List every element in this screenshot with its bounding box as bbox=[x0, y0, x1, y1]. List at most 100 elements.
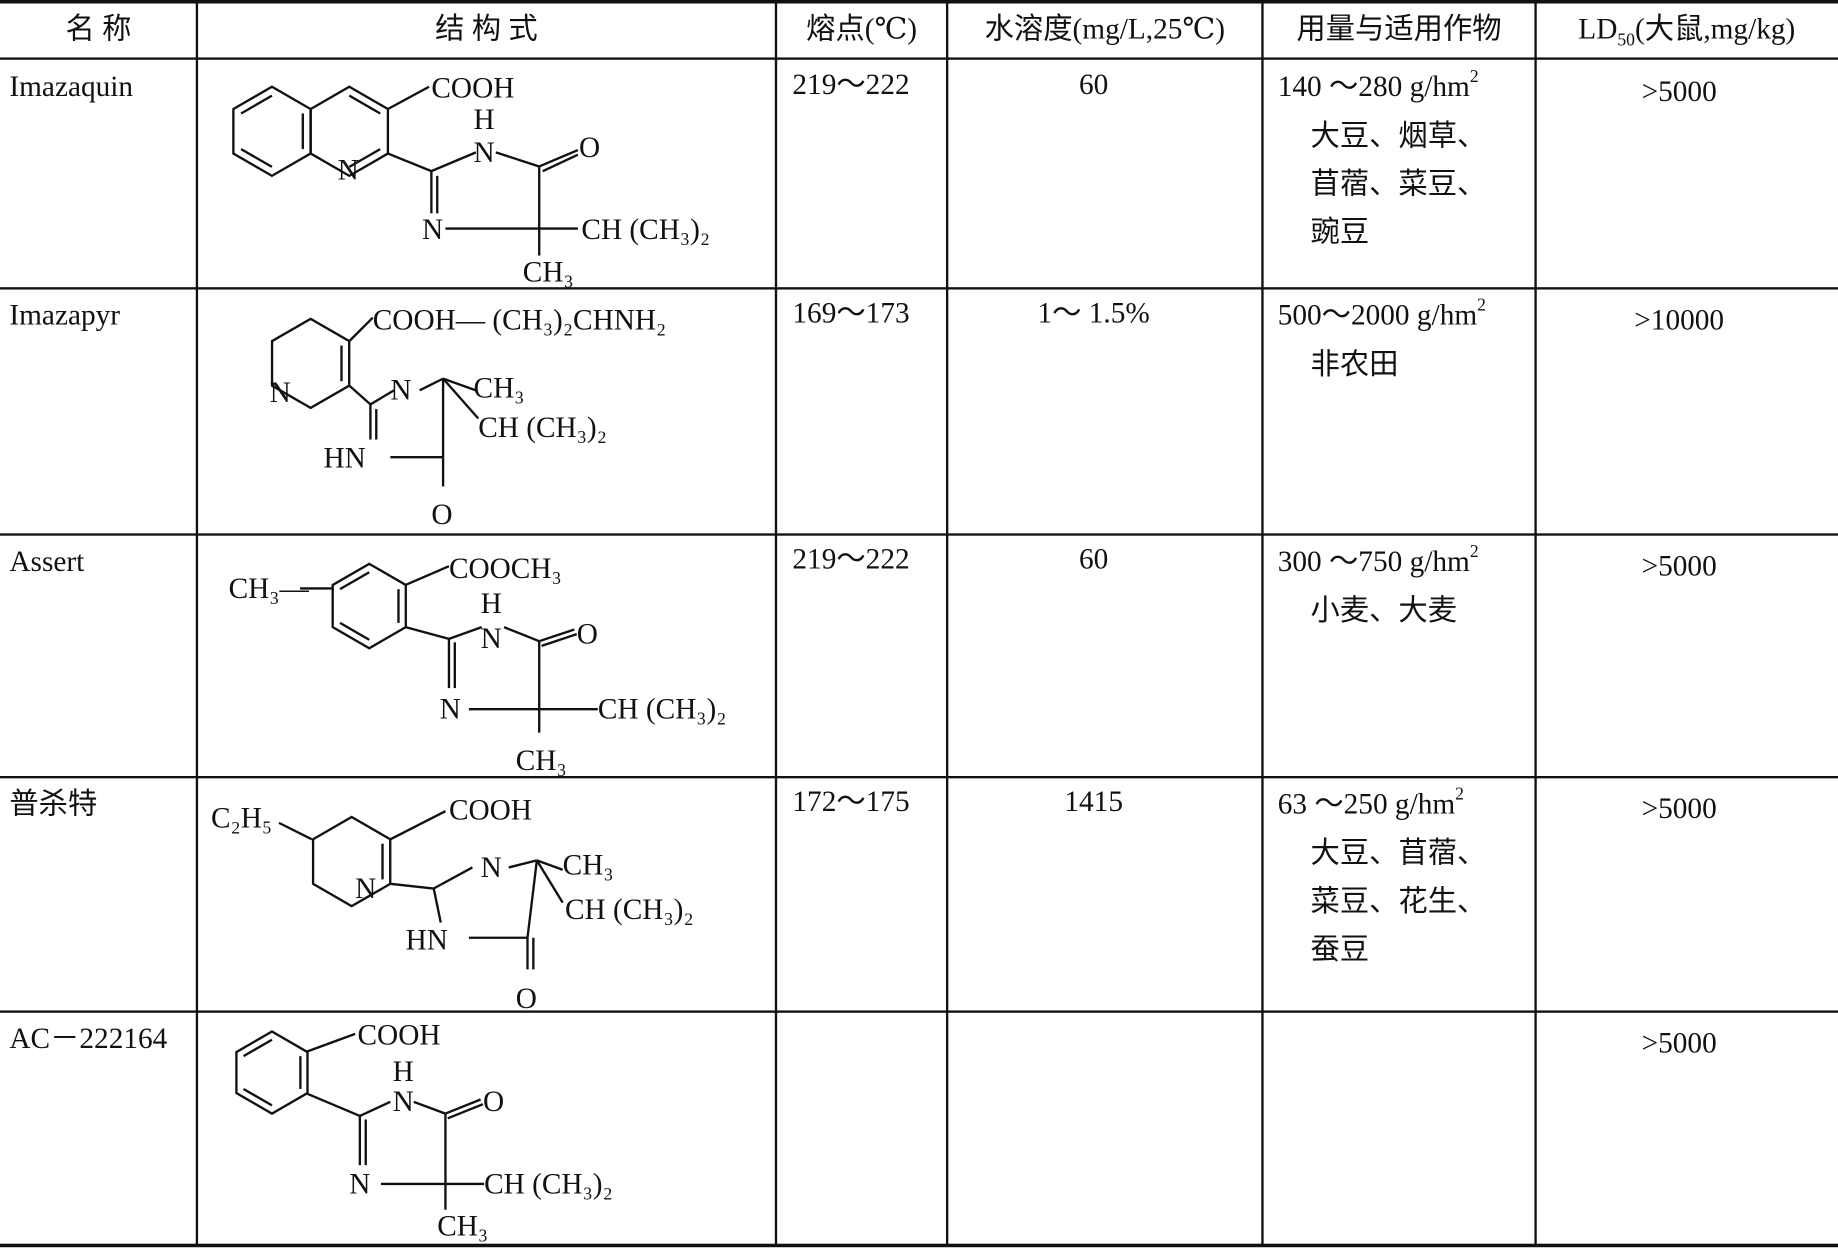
atom-label: N bbox=[474, 137, 495, 169]
atom-label: COOH— (CH₃)₂CHNH₂ bbox=[373, 304, 667, 336]
double-bond bbox=[242, 1087, 273, 1107]
bond bbox=[536, 859, 564, 871]
bond bbox=[538, 148, 579, 168]
double-bond bbox=[240, 148, 273, 168]
atom-label: COOCH₃ bbox=[449, 553, 562, 585]
atom-label: N bbox=[481, 852, 502, 884]
ld50-prefix: LD bbox=[1578, 14, 1618, 46]
ring bbox=[270, 317, 351, 410]
atom-label: CH₃ bbox=[437, 1210, 488, 1242]
atom-label: CH₃ bbox=[523, 256, 574, 288]
dosage-superscript: 2 bbox=[1469, 67, 1479, 87]
bond bbox=[389, 810, 446, 841]
ld50-suffix: (大鼠,mg/kg) bbox=[1634, 14, 1796, 46]
atom-label: CH (CH₃)₂ bbox=[581, 214, 710, 246]
bond bbox=[413, 1100, 446, 1115]
bond bbox=[306, 1092, 361, 1118]
solubility: 1～ 1.5% bbox=[1037, 297, 1150, 330]
crop-list-line: 蚕豆 bbox=[1310, 934, 1370, 966]
col-divider bbox=[1261, 0, 1264, 1245]
ring bbox=[331, 562, 407, 650]
bond bbox=[442, 377, 477, 392]
bond bbox=[359, 1100, 391, 1117]
bond bbox=[447, 1103, 484, 1120]
bond bbox=[535, 859, 564, 904]
bond bbox=[348, 384, 372, 406]
col-divider bbox=[1534, 0, 1537, 1245]
atom-label: CH₃— bbox=[229, 573, 310, 605]
bond bbox=[448, 626, 483, 640]
crop-list-line: 非农田 bbox=[1310, 349, 1399, 381]
compound-name: Imazaquin bbox=[9, 71, 134, 104]
double-bond bbox=[242, 1038, 273, 1058]
atom-label: CH (CH₃)₂ bbox=[598, 694, 727, 726]
compound-name: Imazapyr bbox=[9, 300, 121, 332]
atom-label: CH (CH₃)₂ bbox=[478, 412, 607, 444]
crop-list-line: 小麦、大麦 bbox=[1310, 595, 1458, 628]
atom-label: N bbox=[481, 623, 502, 655]
ring bbox=[232, 85, 312, 178]
atom-label: N bbox=[355, 873, 376, 905]
bond bbox=[445, 1098, 482, 1115]
double-bond bbox=[348, 148, 381, 168]
table-top-rule bbox=[0, 0, 1838, 4]
atom-label: CH₃ bbox=[474, 372, 525, 404]
melting-point: 219～222 bbox=[792, 69, 910, 101]
col-divider bbox=[774, 0, 778, 1245]
ld50-value: >10000 bbox=[1634, 304, 1725, 337]
header-structure: 结 构 式 bbox=[435, 14, 538, 46]
bond bbox=[503, 626, 540, 643]
header-name: 名 称 bbox=[65, 14, 132, 46]
atom-label: O bbox=[577, 619, 598, 651]
header-melting-point: 熔点(℃) bbox=[806, 14, 918, 46]
atom-label: N bbox=[270, 377, 291, 409]
bond bbox=[405, 565, 450, 587]
bond bbox=[538, 628, 575, 643]
row-divider bbox=[0, 287, 1838, 290]
header-rule bbox=[0, 57, 1838, 60]
row-divider bbox=[0, 775, 1838, 779]
crop-list-line: 菜豆、花生、 bbox=[1310, 886, 1487, 918]
ring bbox=[309, 85, 390, 178]
atom-label: O bbox=[579, 132, 600, 164]
compound-name: Assert bbox=[9, 546, 85, 578]
header-ld50: LD50(大鼠,mg/kg) bbox=[1536, 0, 1838, 59]
dosage-value: 140 ～280 g/hm bbox=[1277, 71, 1470, 104]
bond bbox=[387, 85, 430, 111]
dosage: 500～2000 g/hm2 bbox=[1278, 294, 1486, 339]
atom-label: HN bbox=[406, 924, 448, 956]
melting-point: 172～175 bbox=[792, 786, 910, 819]
dosage-value: 300 ～750 g/hm bbox=[1277, 546, 1470, 578]
bond bbox=[541, 633, 578, 647]
bond bbox=[419, 377, 444, 392]
row-divider bbox=[0, 1010, 1838, 1013]
double-bond bbox=[339, 571, 370, 591]
double-bond bbox=[348, 94, 381, 115]
compound-name: 普杀特 bbox=[9, 788, 98, 821]
header-dosage-crops: 用量与适用作物 bbox=[1296, 14, 1502, 46]
bond bbox=[442, 377, 480, 420]
header-solubility: 水溶度(mg/L,25℃) bbox=[984, 14, 1225, 46]
bond bbox=[390, 882, 434, 890]
row-divider bbox=[0, 533, 1838, 536]
dosage-superscript: 2 bbox=[1455, 785, 1464, 805]
double-bond bbox=[240, 94, 273, 115]
atom-label: COOH bbox=[449, 794, 532, 826]
bond bbox=[526, 860, 539, 938]
melting-point: 169～173 bbox=[792, 297, 910, 330]
atom-label: C₂H₅ bbox=[211, 803, 272, 835]
double-bond bbox=[339, 621, 370, 641]
crop-list-line: 大豆、苜蓿、 bbox=[1310, 838, 1487, 870]
atom-label: O bbox=[516, 983, 537, 1015]
atom-label: H bbox=[481, 588, 502, 620]
ld50-value: >5000 bbox=[1641, 550, 1717, 583]
atom-label: N bbox=[349, 1168, 370, 1200]
dosage: 140 ～280 g/hm2 bbox=[1278, 66, 1479, 111]
crop-list-line: 大豆、烟草、 bbox=[1310, 120, 1487, 153]
